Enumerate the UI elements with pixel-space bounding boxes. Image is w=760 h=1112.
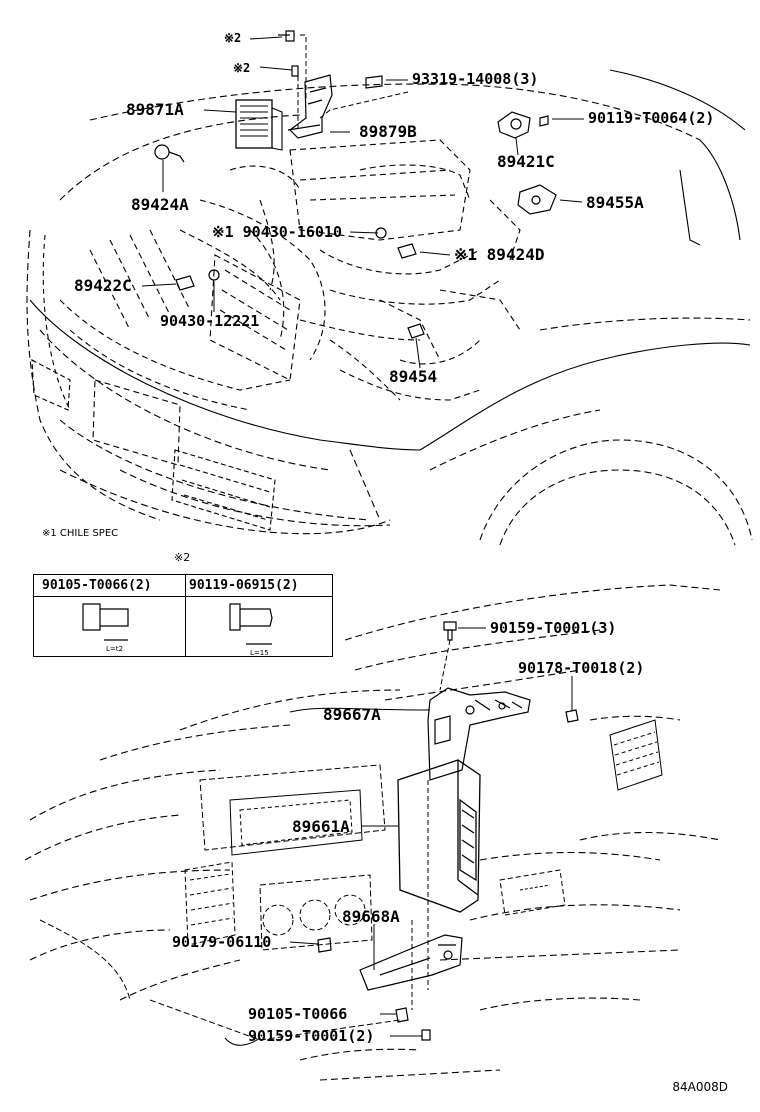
component-89667A: [427, 687, 531, 781]
part-label-89421C: 89421C: [497, 152, 555, 171]
component-89424A: [154, 144, 185, 163]
chile-spec-note: ※1 CHILE SPEC: [42, 528, 119, 539]
part-label-90179-06110: 90179-06110: [172, 933, 272, 951]
part-label-90159-T0001-2: 90159-T0001(2): [248, 1027, 375, 1045]
spec-col1-header: 90105-T0066(2): [42, 578, 152, 593]
vehicle-front-outline: [26, 69, 753, 546]
part-label-89668A: 89668A: [342, 907, 400, 926]
part-label-89422C: 89422C: [74, 276, 132, 295]
dashboard-details: [39, 719, 663, 1041]
spec-col2-header: 90119-06915(2): [189, 578, 299, 593]
component-89422C: [175, 269, 220, 291]
note2-label-b: ※2: [233, 61, 251, 75]
dashboard-outline: [24, 584, 721, 1081]
component-89668A: [359, 934, 463, 991]
part-label-90178-T0018: 90178-T0018(2): [518, 659, 645, 677]
part-label-90159-T0001-3: 90159-T0001(3): [490, 619, 617, 637]
note2-label-a: ※2: [224, 31, 242, 45]
part-label-89424D: ※1 89424D: [454, 245, 545, 264]
component-89871A: [235, 99, 283, 151]
part-label-90430-12221: 90430-12221: [160, 312, 260, 330]
part-label-89871A: 89871A: [126, 100, 184, 119]
part-label-89667A: 89667A: [323, 705, 381, 724]
fastener-spec-table: 90105-T0066(2) 90119-06915(2) L=t2 L=15: [33, 574, 333, 657]
component-89455A: [517, 184, 557, 215]
part-label-90105-T0066: 90105-T0066: [248, 1005, 348, 1023]
part-label-93319-14008: 93319-14008(3): [412, 70, 539, 88]
part-label-90119-T0064: 90119-T0064(2): [588, 109, 715, 127]
spec-col1-dimension: L=t2: [106, 645, 123, 653]
component-89879B: [287, 74, 333, 139]
spec-col2-dimension: L=15: [250, 649, 269, 657]
note2-marker: ※2: [174, 551, 191, 564]
spec-header-divider: [34, 596, 332, 597]
part-label-89454: 89454: [389, 367, 438, 386]
part-label-89661A: 89661A: [292, 817, 350, 836]
part-label-89879B: 89879B: [359, 122, 417, 141]
diagram-reference-code: 84A008D: [672, 1080, 728, 1094]
component-89661A: [397, 759, 481, 913]
leader-lines-top: [141, 34, 584, 369]
part-label-90430-16010: ※1 90430-16010: [212, 223, 342, 241]
bolt-icons-bottom: [317, 621, 579, 1041]
component-89424D: [375, 227, 417, 259]
component-89421C: [497, 111, 531, 139]
leader-lines-bottom: [224, 627, 573, 1046]
component-89454: [407, 323, 425, 339]
spec-column-divider: [185, 575, 186, 656]
part-label-89455A: 89455A: [586, 193, 644, 212]
part-label-89424A: 89424A: [131, 195, 189, 214]
engine-assembly: [179, 139, 521, 401]
spec-bolt-drawings: [82, 603, 273, 645]
